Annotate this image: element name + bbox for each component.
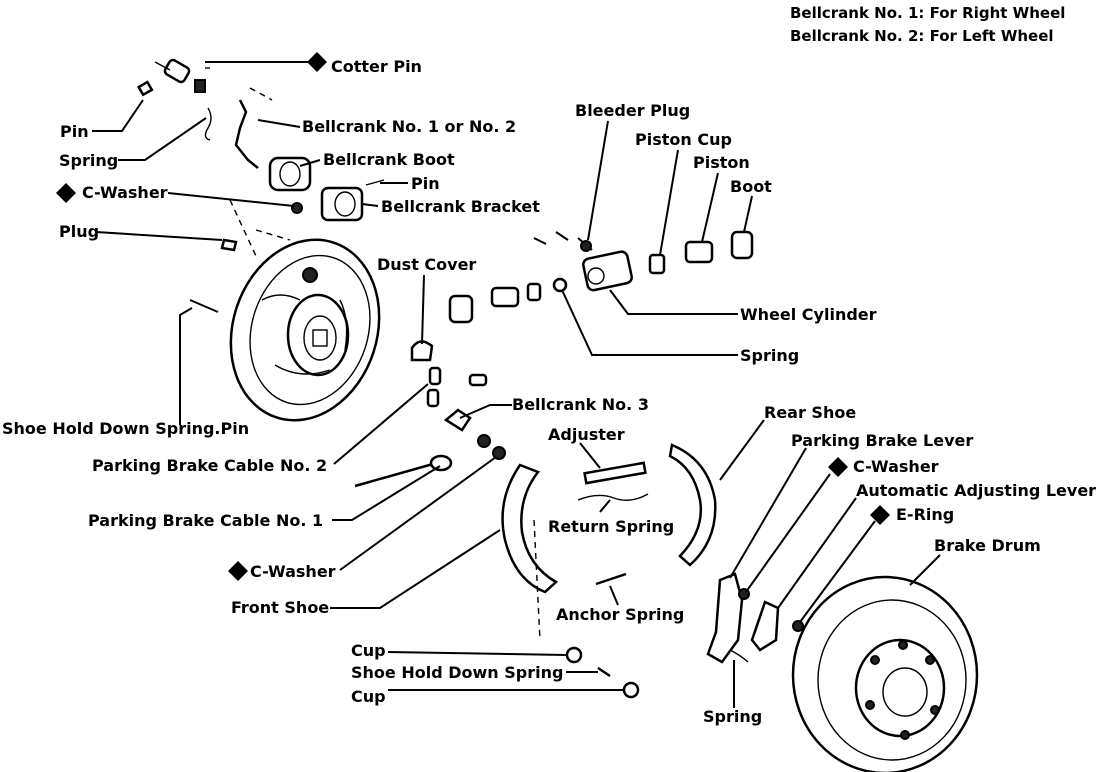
label-anchor-spring: Anchor Spring [556, 605, 684, 624]
bellcrank-parts [136, 58, 385, 313]
brake-drum [791, 575, 979, 772]
label-rear-shoe: Rear Shoe [764, 403, 856, 422]
label-bleeder-plug: Bleeder Plug [575, 101, 690, 120]
label-e-ring: E-Ring [896, 505, 954, 524]
label-adjuster: Adjuster [548, 425, 625, 444]
label-boot: Boot [730, 177, 772, 196]
label-cup-upper: Cup [351, 641, 386, 660]
label-spring-cylinder: Spring [740, 346, 799, 365]
label-shoe-hold-down-spring: Shoe Hold Down Spring [351, 663, 563, 682]
label-plug: Plug [59, 222, 99, 241]
label-c-washer-bottom: C-Washer [250, 562, 336, 581]
label-c-washer-top: C-Washer [82, 183, 168, 202]
label-bellcrank-3: Bellcrank No. 3 [512, 395, 649, 414]
label-spring-top: Spring [59, 151, 118, 170]
label-parking-brake-cable-2: Parking Brake Cable No. 2 [92, 456, 327, 475]
parking-brake-levers [706, 572, 804, 664]
black-diamond-icon [828, 457, 848, 477]
note-bellcrank-2: Bellcrank No. 2: For Left Wheel [790, 27, 1054, 45]
label-dust-cover: Dust Cover [377, 255, 476, 274]
label-front-shoe: Front Shoe [231, 598, 329, 617]
label-bellcrank-boot: Bellcrank Boot [323, 150, 455, 169]
label-piston: Piston [693, 153, 750, 172]
label-piston-cup: Piston Cup [635, 130, 732, 149]
label-return-spring: Return Spring [548, 517, 674, 536]
label-spring-bottom: Spring [703, 707, 762, 726]
label-pin-left: Pin [60, 122, 89, 141]
label-parking-brake-lever: Parking Brake Lever [791, 431, 973, 450]
note-bellcrank-1: Bellcrank No. 1: For Right Wheel [790, 4, 1065, 22]
middle-parts [354, 340, 506, 488]
black-diamond-icon [870, 505, 890, 525]
label-wheel-cylinder: Wheel Cylinder [740, 305, 877, 324]
black-diamond-icon [228, 561, 248, 581]
label-bellcrank-1-2: Bellcrank No. 1 or No. 2 [302, 117, 516, 136]
leader-lines [92, 61, 941, 708]
label-cotter-pin: Cotter Pin [331, 57, 422, 76]
black-diamond-icon [307, 52, 327, 72]
wheel-cylinder-assembly [448, 230, 754, 324]
label-pin-bracket: Pin [411, 174, 440, 193]
label-shoe-hold-down-pin: Shoe Hold Down Spring.Pin [2, 419, 249, 438]
label-brake-drum: Brake Drum [934, 536, 1041, 555]
black-diamond-icon [56, 183, 76, 203]
backing-plate [229, 238, 381, 422]
label-c-washer-lever: C-Washer [853, 457, 939, 476]
label-parking-brake-cable-1: Parking Brake Cable No. 1 [88, 511, 323, 530]
label-automatic-adjusting-lever: Automatic Adjusting Lever [856, 481, 1096, 500]
label-cup-lower: Cup [351, 687, 386, 706]
label-bellcrank-bracket: Bellcrank Bracket [381, 197, 540, 216]
brake-shoes [501, 443, 717, 641]
